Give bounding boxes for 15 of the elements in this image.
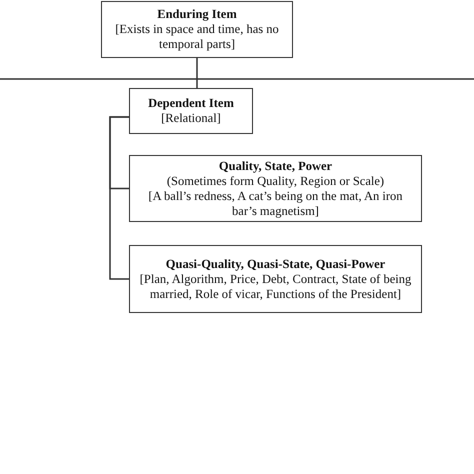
box-description: [A ball’s redness, A cat’s being on the mat, An iron bar’s magnetism] <box>147 188 404 218</box>
box-description: [Relational] <box>160 111 222 126</box>
category-box <box>101 1 293 58</box>
category-box <box>129 245 422 313</box>
category-box <box>129 88 253 134</box>
box-heading: Dependent Item <box>147 96 235 111</box>
box-description: (Sometimes form Quality, Region or Scale) <box>166 174 386 188</box>
connector-line <box>109 116 129 280</box>
box-heading: Quasi-Quality, Quasi-State, Quasi-Power <box>164 256 386 272</box>
box-description: [Exists in space and time, has no temporal parts] <box>114 22 280 52</box>
connector-line <box>196 58 198 88</box>
box-heading: Quality, State, Power <box>218 158 334 174</box>
box-heading: Enduring Item <box>156 7 238 22</box>
box-description: [Plan, Algorithm, Price, Debt, Contract, State of being married, Role of vicar, Functions of the President] <box>138 272 412 302</box>
category-box <box>129 155 422 222</box>
